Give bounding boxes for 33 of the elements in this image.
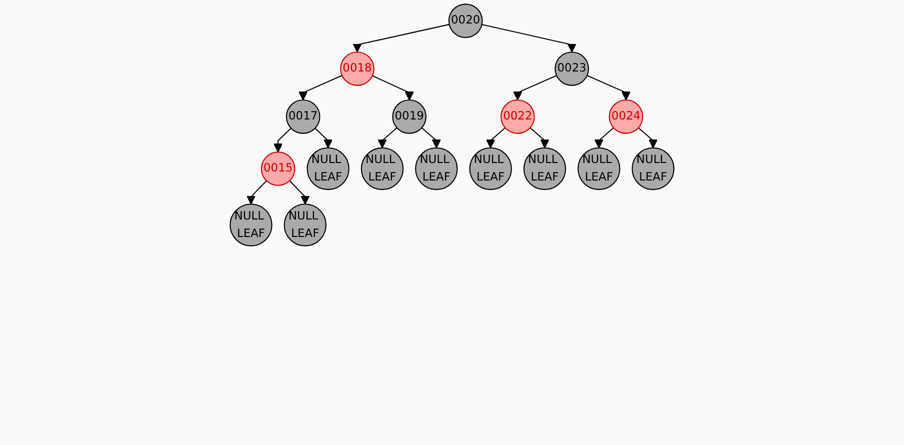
arrow	[594, 127, 614, 148]
arrow	[530, 127, 550, 148]
arrow	[352, 24, 450, 52]
arrow	[246, 180, 267, 205]
node-circle: 0018	[340, 52, 374, 86]
arrow	[298, 75, 342, 100]
node-circle: NULL LEAF	[632, 147, 674, 190]
node-circle: 0023	[554, 52, 589, 86]
arrow	[513, 75, 557, 100]
arrow	[378, 127, 398, 148]
node-circle: 0020	[448, 4, 483, 38]
node-circle: NULL LEAF	[469, 147, 512, 190]
arrow	[482, 24, 576, 52]
node-circle: NULL LEAF	[578, 147, 620, 190]
node-circle: NULL LEAF	[360, 147, 404, 190]
node-circle: NULL LEAF	[415, 147, 458, 190]
arrow	[289, 180, 310, 205]
arrow	[421, 127, 441, 148]
arrow	[314, 128, 333, 148]
arrow	[372, 75, 414, 100]
arrow	[638, 127, 658, 148]
node-circle: NULL LEAF	[230, 204, 272, 246]
node-circle: NULL LEAF	[284, 204, 326, 246]
node-circle: NULL LEAF	[523, 147, 566, 190]
node-circle: 0015	[260, 152, 296, 186]
node-circle: 0019	[392, 99, 426, 134]
node-circle: 0022	[500, 99, 535, 134]
node-circle: 0017	[286, 99, 320, 134]
arrow	[586, 75, 631, 100]
arrow	[273, 128, 292, 152]
arrow	[486, 127, 506, 148]
node-circle: NULL LEAF	[306, 147, 350, 190]
node-circle: 0024	[608, 99, 644, 134]
